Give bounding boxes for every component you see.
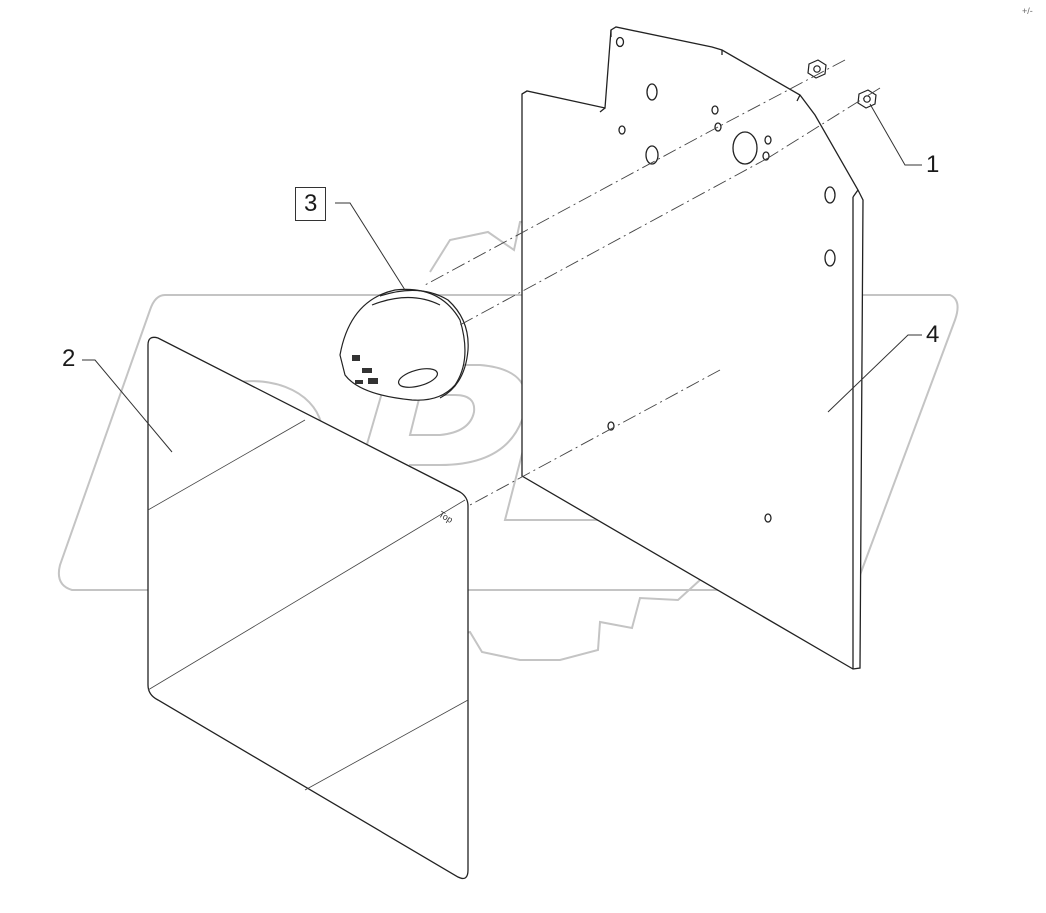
callout-4: 4 (926, 321, 940, 348)
callout-2: 2 (62, 345, 76, 372)
callout-3: 3 (295, 187, 327, 221)
corner-mark: +/- (1022, 6, 1033, 16)
leader-3 (335, 202, 406, 291)
leader-4 (827, 334, 922, 413)
dome-markings (352, 355, 378, 384)
nut-lower (857, 89, 877, 109)
mirror-glass-part-2: Top (147, 336, 469, 880)
leader-1 (869, 103, 922, 166)
leader-2 (82, 359, 173, 453)
camera-lens-window (397, 368, 439, 388)
camera-dome-part-3 (339, 288, 469, 401)
leader-lines (82, 103, 922, 453)
watermark-letter-p (343, 364, 528, 521)
mounting-plate-part-4 (521, 26, 864, 670)
plate-holes (607, 36, 836, 523)
callout-1: 1 (926, 151, 940, 178)
nut-upper (807, 59, 827, 79)
assembly-centerlines (424, 59, 881, 506)
nut-part-1 (807, 59, 877, 109)
